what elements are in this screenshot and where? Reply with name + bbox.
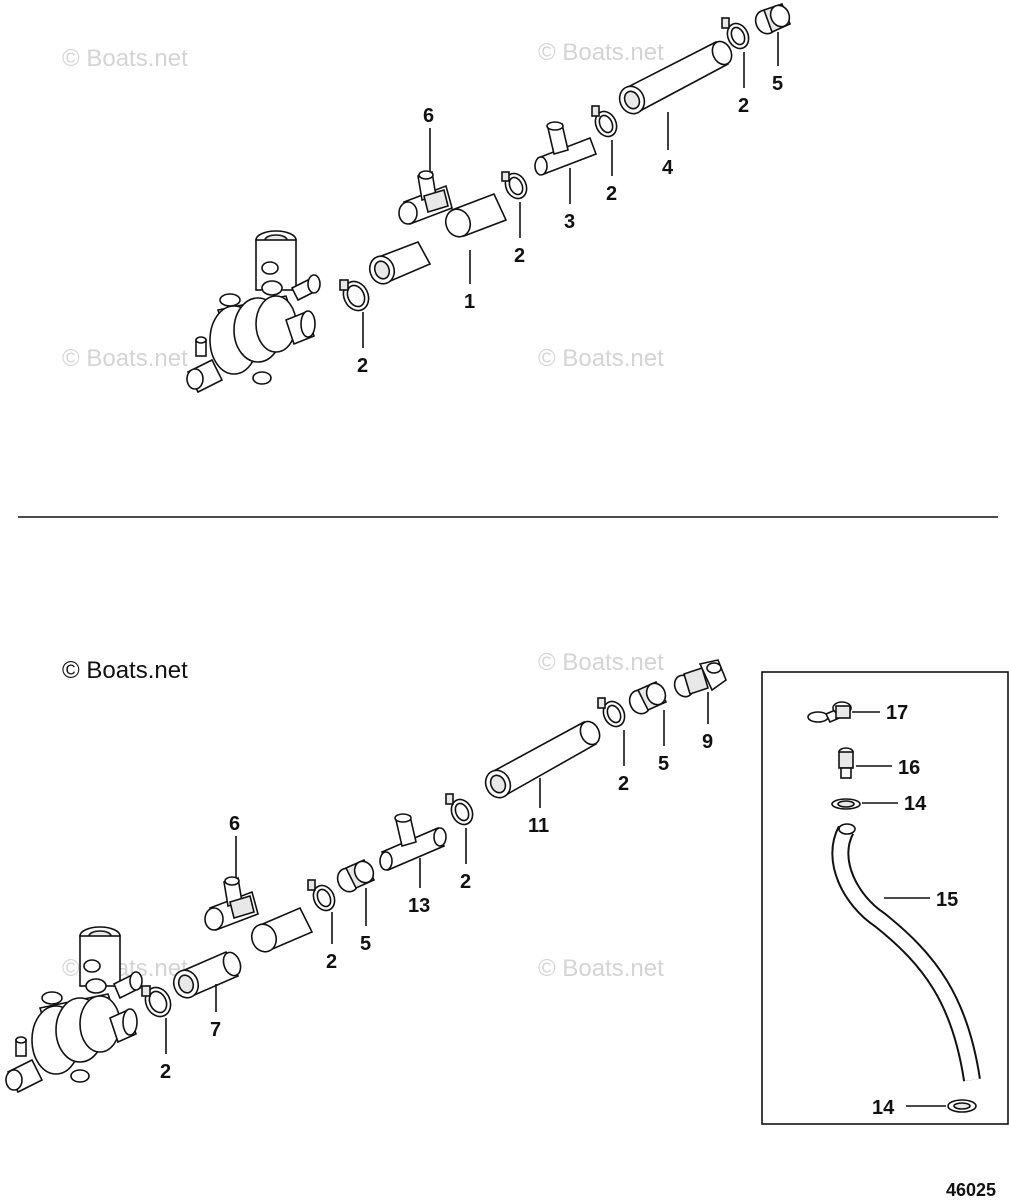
callout-3: 3 xyxy=(564,211,575,233)
threaded-fitting-5 xyxy=(336,858,376,893)
callout-2: 2 xyxy=(326,951,337,973)
callout-2: 2 xyxy=(160,1061,171,1083)
figure-number: 46025 xyxy=(946,1180,996,1200)
watermark: © Boats.net xyxy=(538,39,664,66)
hose-clamp xyxy=(501,171,528,200)
watermark: © Boats.net xyxy=(538,649,664,676)
inset-box xyxy=(761,671,1009,1125)
elbow-fitting-6 xyxy=(398,170,453,226)
clamp-14 xyxy=(947,1099,977,1113)
watermark: © Boats.net xyxy=(62,657,188,684)
hose-clamp xyxy=(591,105,618,138)
hose-11 xyxy=(484,720,601,799)
hose-segment xyxy=(250,906,314,953)
callout-6: 6 xyxy=(229,813,240,835)
callout-2: 2 xyxy=(514,245,525,267)
cap-17 xyxy=(807,701,852,724)
callout-1: 1 xyxy=(464,291,475,313)
watermark: © Boats.net xyxy=(62,45,188,72)
callout-2: 2 xyxy=(618,773,629,795)
fitting-9 xyxy=(673,659,727,698)
hose-clamp xyxy=(307,879,336,912)
watermark: © Boats.net xyxy=(538,955,664,982)
callout-2: 2 xyxy=(738,95,749,117)
hose-clamp xyxy=(141,985,172,1018)
hose-clamp xyxy=(721,17,750,50)
watermark: © Boats.net xyxy=(538,345,664,372)
hose-clamp xyxy=(597,697,626,728)
hose-clamp xyxy=(339,279,370,312)
hose-7 xyxy=(172,950,242,999)
callout-11: 11 xyxy=(528,815,549,837)
callout-16: 16 xyxy=(898,757,920,779)
callout-5: 5 xyxy=(360,933,371,955)
clamp-14 xyxy=(831,798,861,810)
tee-fitting-3 xyxy=(534,121,598,176)
callout-4: 4 xyxy=(662,157,674,179)
callout-5: 5 xyxy=(658,753,669,775)
callout-7: 7 xyxy=(210,1019,221,1041)
water-pump-lower xyxy=(5,926,143,1094)
hose-4 xyxy=(618,40,733,115)
callout-13: 13 xyxy=(408,895,430,917)
callout-2: 2 xyxy=(606,183,617,205)
hose-1 xyxy=(368,192,508,285)
threaded-fitting-5 xyxy=(628,680,668,715)
hose-clamp xyxy=(445,793,474,826)
callout-9: 9 xyxy=(702,731,713,753)
threaded-fitting-5 xyxy=(754,3,792,35)
callout-5: 5 xyxy=(772,73,783,95)
watermark: © Boats.net xyxy=(62,345,188,372)
callout-17: 17 xyxy=(886,702,908,724)
callout-14: 14 xyxy=(904,793,927,815)
callout-15: 15 xyxy=(936,889,958,911)
callout-2: 2 xyxy=(460,871,471,893)
callout-2: 2 xyxy=(357,355,368,377)
connector-16 xyxy=(838,747,854,779)
callout-6: 6 xyxy=(423,105,434,127)
water-pump-upper xyxy=(186,230,321,394)
hose-15 xyxy=(831,823,981,1082)
elbow-fitting-6 xyxy=(204,876,259,932)
tee-fitting-13 xyxy=(379,813,447,872)
callout-14: 14 xyxy=(872,1097,895,1119)
